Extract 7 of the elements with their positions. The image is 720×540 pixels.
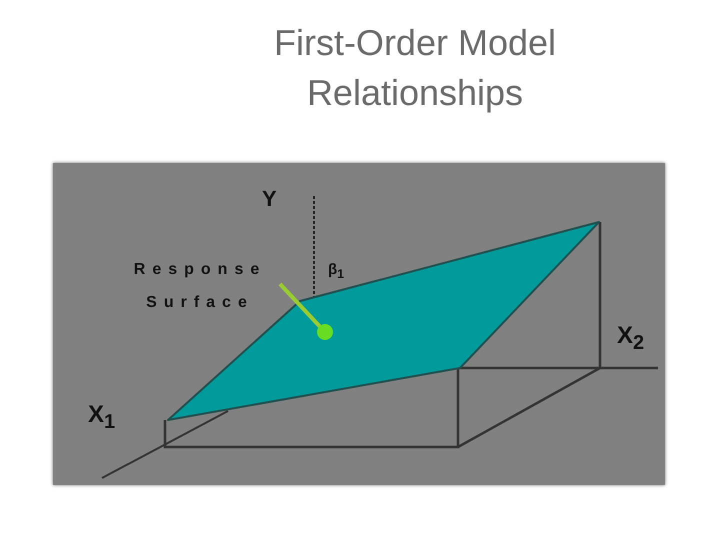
y-axis-label: Y [262, 188, 277, 210]
x2-axis-label: X$_{2}$ [617, 324, 644, 353]
x1-axis-label: X$_{1}$ [88, 403, 116, 432]
slope-label: β$_{1}$ [328, 262, 344, 280]
callout-text: Response Surface [120, 253, 280, 319]
slide-title: First-Order Model Relationships [272, 21, 558, 115]
leader-line [278, 282, 333, 340]
